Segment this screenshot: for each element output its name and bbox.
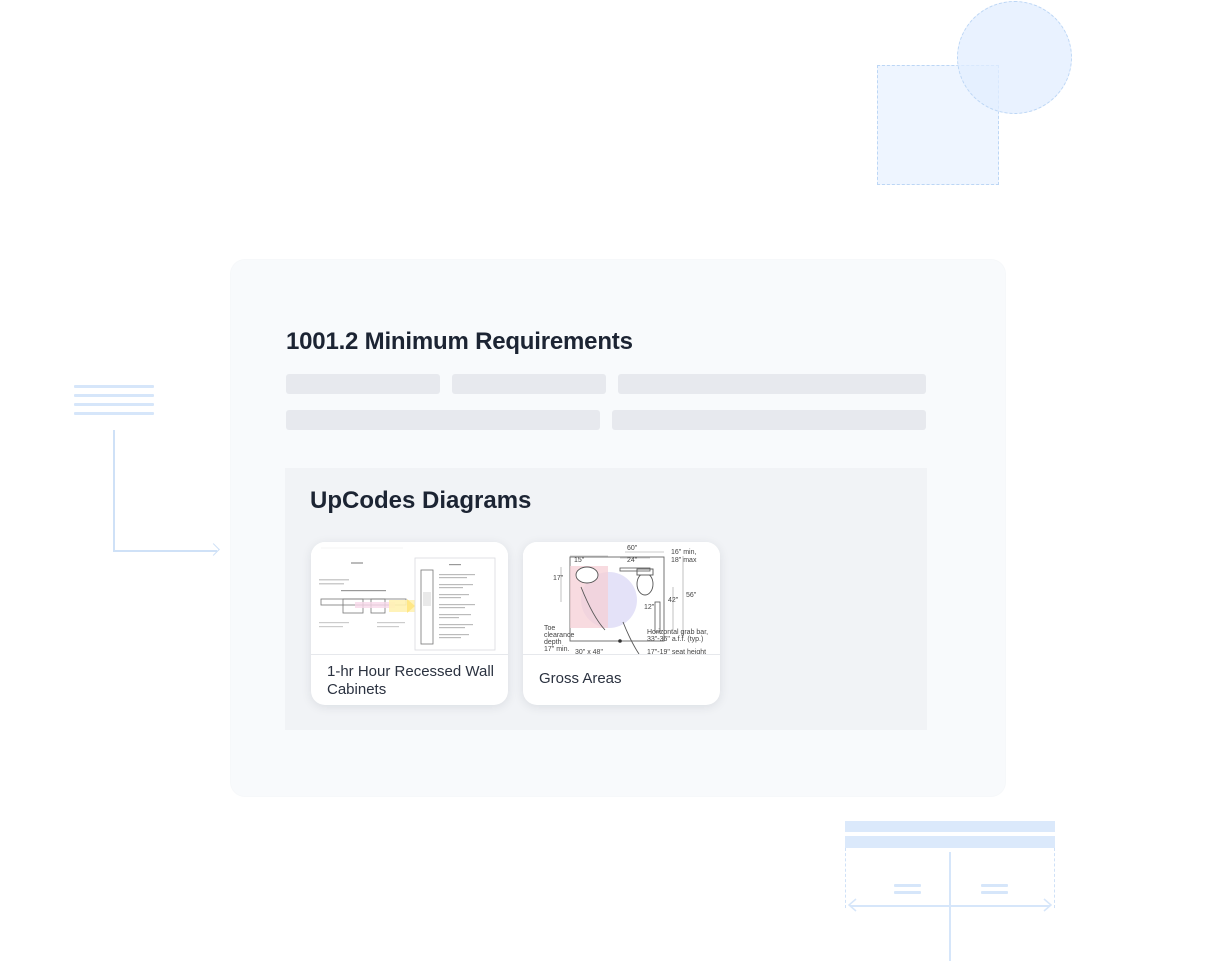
- text-placeholder-bar: [452, 374, 606, 394]
- diagrams-title: UpCodes Diagrams: [310, 487, 532, 514]
- svg-text:Toe: Toe: [544, 625, 555, 632]
- svg-text:clearance: clearance: [544, 632, 574, 639]
- decorative-table-divider: [949, 852, 951, 961]
- decorative-circle: [957, 1, 1072, 114]
- svg-text:16" min,: 16" min,: [671, 549, 696, 556]
- text-placeholder-bar: [612, 410, 926, 430]
- svg-text:24": 24": [627, 557, 638, 564]
- decorative-table-border: [845, 848, 846, 908]
- card-divider: [311, 654, 508, 655]
- text-placeholder-bar: [286, 374, 440, 394]
- connector-line: [113, 550, 217, 552]
- decorative-dash: [894, 891, 921, 894]
- diagram-card-recessed-cabinets[interactable]: 1-hr Hour Recessed Wall Cabinets: [311, 542, 508, 705]
- svg-text:depth: depth: [544, 639, 562, 646]
- svg-text:33"-36" a.f.f. (typ.): 33"-36" a.f.f. (typ.): [647, 636, 703, 643]
- card-divider: [523, 654, 720, 655]
- svg-text:17"-19" seat height: 17"-19" seat height: [647, 649, 706, 654]
- decorative-dash: [894, 884, 921, 887]
- dimension-arrows-icon: [847, 898, 1053, 912]
- decorative-text-lines-icon: [74, 385, 154, 421]
- svg-text:12": 12": [644, 604, 655, 611]
- decorative-dimension-line: [850, 905, 1050, 907]
- decorative-table-border: [1054, 848, 1055, 908]
- section-title: 1001.2 Minimum Requirements: [286, 328, 633, 355]
- connector-arrow-icon: [207, 543, 220, 556]
- connector-line: [113, 430, 115, 551]
- svg-text:56": 56": [686, 592, 697, 599]
- svg-text:30" x 48": 30" x 48": [575, 649, 603, 654]
- diagram-card-label: 1-hr Hour Recessed Wall Cabinets: [327, 663, 494, 698]
- decorative-dash: [981, 884, 1008, 887]
- diagram-thumbnail-cabinet-plan: [311, 542, 508, 654]
- diagram-thumbnail-restroom-plan: 60" 15" 24" 16" min, 18" max 17" 56" 42"…: [523, 542, 720, 654]
- svg-text:17": 17": [553, 575, 564, 582]
- text-placeholder-bar: [286, 410, 600, 430]
- svg-text:Horizontal grab bar,: Horizontal grab bar,: [647, 629, 708, 636]
- text-placeholder-bar: [618, 374, 926, 394]
- diagram-card-label: Gross Areas: [539, 670, 622, 687]
- decorative-table-header: [845, 836, 1055, 848]
- svg-text:17" min.: 17" min.: [544, 646, 569, 653]
- svg-text:18" max: 18" max: [671, 557, 697, 564]
- diagram-card-gross-areas[interactable]: 60" 15" 24" 16" min, 18" max 17" 56" 42"…: [523, 542, 720, 705]
- decorative-table-header: [845, 821, 1055, 832]
- svg-text:15": 15": [574, 557, 585, 564]
- svg-text:60": 60": [627, 545, 638, 552]
- decorative-dash: [981, 891, 1008, 894]
- svg-text:42": 42": [668, 597, 679, 604]
